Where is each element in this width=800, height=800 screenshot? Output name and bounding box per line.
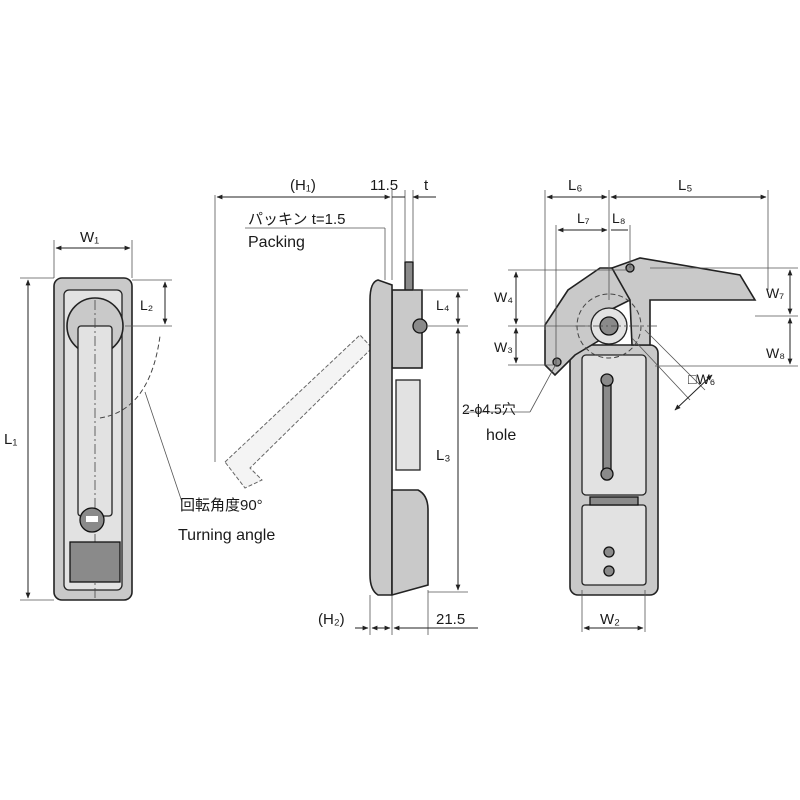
rod-slot bbox=[602, 374, 612, 481]
l8-label: L₈ bbox=[612, 210, 626, 226]
turning-arc bbox=[99, 335, 161, 419]
front-view: W₁ L₁ L₂ 回転角度90° Turning angle bbox=[4, 229, 275, 601]
side-view: (H₁) 11.5 t パッキン t=1.5 Packing L₄ L₃ (H₂… bbox=[214, 177, 478, 635]
l3-label: L₃ bbox=[436, 447, 450, 464]
lever-tip bbox=[69, 541, 121, 583]
l7-label: L₇ bbox=[577, 210, 590, 226]
turning-angle-en: Turning angle bbox=[178, 527, 275, 544]
t-label: t bbox=[424, 177, 429, 194]
pin-bottom bbox=[552, 357, 562, 367]
h1-label: (H₁) bbox=[290, 177, 316, 194]
lever-side-profile bbox=[391, 489, 429, 597]
hole-en: hole bbox=[486, 427, 516, 444]
side-rod-housing bbox=[395, 379, 421, 471]
packing-jp: パッキン t=1.5 bbox=[248, 211, 346, 228]
hole-jp: 2-ϕ4.5穴 bbox=[462, 401, 516, 417]
key-slot bbox=[86, 516, 98, 522]
w7-label: W₇ bbox=[766, 285, 784, 301]
d115-label: 11.5 bbox=[370, 177, 398, 194]
w6-dim-line bbox=[674, 374, 713, 411]
w6-label: □W₆ bbox=[688, 371, 715, 387]
housing-upper-face bbox=[581, 354, 647, 496]
w2-label: W₂ bbox=[600, 611, 620, 628]
l6-label: L₆ bbox=[568, 177, 582, 194]
latch-arm bbox=[610, 257, 757, 346]
l4-label: L₄ bbox=[436, 297, 450, 313]
w1-label: W₁ bbox=[80, 229, 99, 246]
w4-label: W₄ bbox=[494, 289, 513, 305]
slot-hole-bottom bbox=[600, 467, 614, 481]
turning-leader bbox=[144, 391, 183, 503]
packing-en: Packing bbox=[248, 234, 305, 251]
handle-rotated-ghost bbox=[224, 334, 373, 489]
back-view: L₆ L₅ L₇ L₈ W₄ W₃ W₇ W₈ □W₆ 2-ϕ4.5 bbox=[462, 177, 798, 632]
turning-angle-jp: 回転角度90° bbox=[180, 497, 263, 514]
d215-label: 21.5 bbox=[436, 611, 465, 628]
slot-hole-top bbox=[600, 373, 614, 387]
l5-label: L₅ bbox=[678, 177, 692, 194]
side-screw bbox=[412, 318, 428, 334]
w3-label: W₃ bbox=[494, 339, 513, 355]
l1-label: L₁ bbox=[4, 431, 17, 448]
divider-bar bbox=[589, 496, 639, 506]
lower-hole-1 bbox=[603, 546, 615, 558]
lower-hole-2 bbox=[603, 565, 615, 577]
l2-label: L₂ bbox=[140, 297, 153, 313]
h2-label: (H₂) bbox=[318, 611, 345, 628]
handle-side-profile bbox=[369, 279, 393, 596]
w8-label: W₈ bbox=[766, 345, 785, 361]
